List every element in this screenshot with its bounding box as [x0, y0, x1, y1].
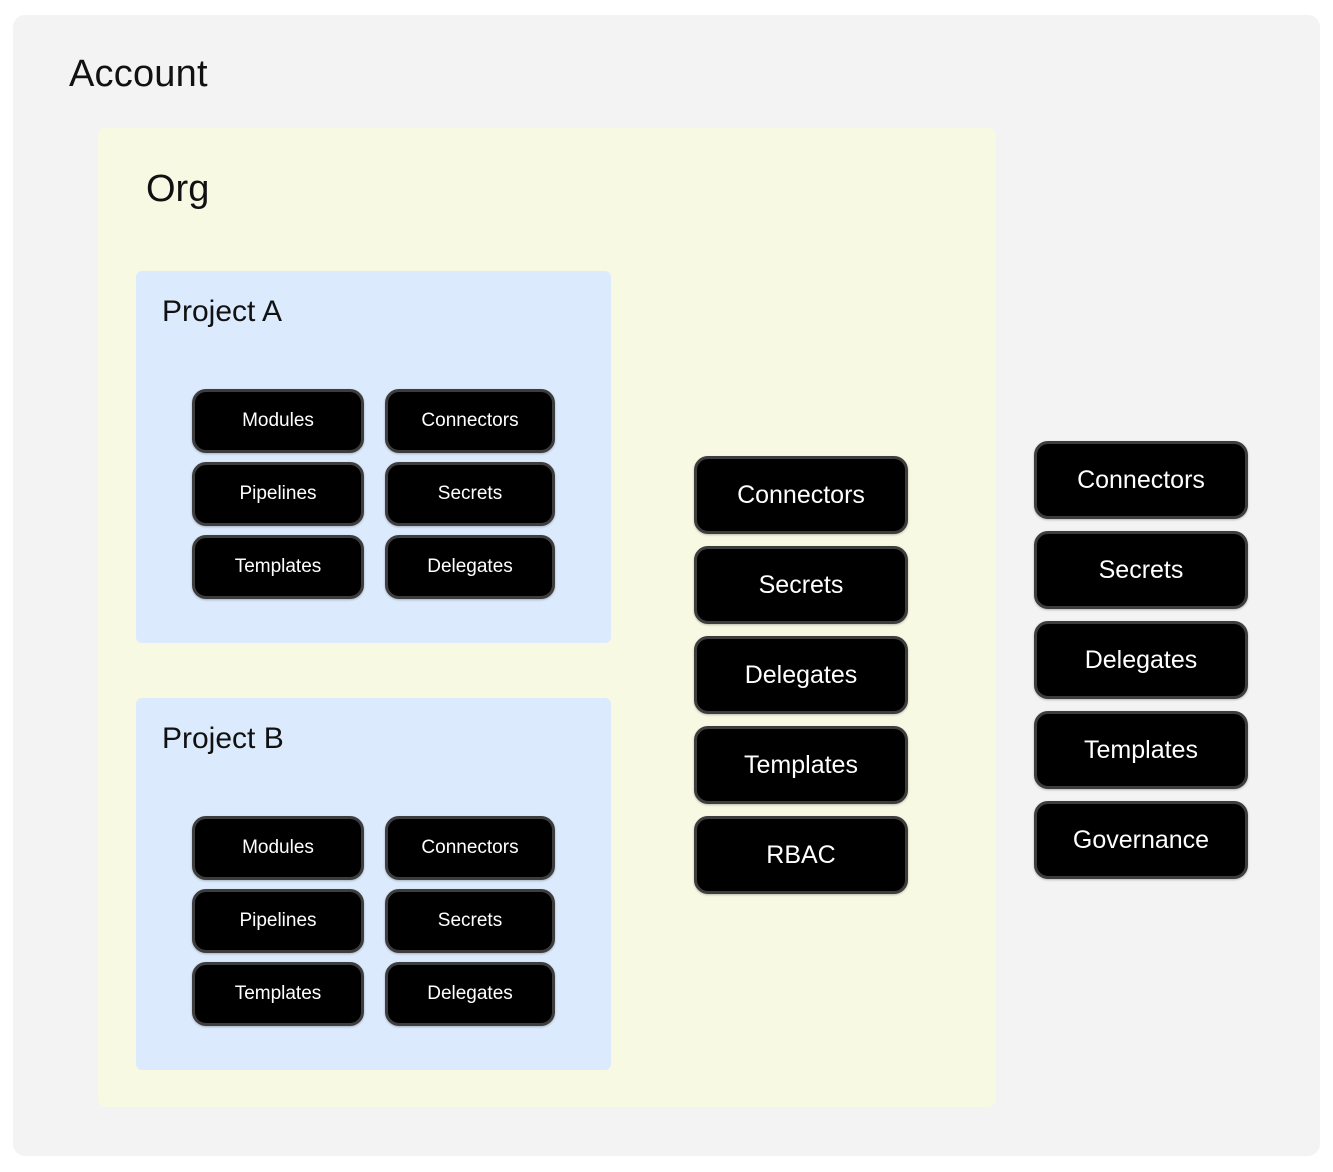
node-delegates: Delegates: [385, 535, 555, 599]
node-templates: Templates: [1034, 711, 1248, 789]
node-templates: Templates: [192, 535, 364, 599]
org-title: Org: [146, 168, 210, 210]
node-rbac: RBAC: [694, 816, 908, 894]
node-modules: Modules: [192, 389, 364, 453]
node-templates: Templates: [192, 962, 364, 1026]
node-delegates: Delegates: [385, 962, 555, 1026]
account-title: Account: [69, 53, 208, 95]
node-secrets: Secrets: [385, 889, 555, 953]
project-a-title: Project A: [162, 295, 283, 328]
node-connectors: Connectors: [694, 456, 908, 534]
node-secrets: Secrets: [1034, 531, 1248, 609]
node-delegates: Delegates: [1034, 621, 1248, 699]
node-secrets: Secrets: [385, 462, 555, 526]
node-pipelines: Pipelines: [192, 462, 364, 526]
node-connectors: Connectors: [385, 389, 555, 453]
node-delegates: Delegates: [694, 636, 908, 714]
node-connectors: Connectors: [385, 816, 555, 880]
node-modules: Modules: [192, 816, 364, 880]
node-connectors: Connectors: [1034, 441, 1248, 519]
project-b-title: Project B: [162, 722, 284, 755]
node-governance: Governance: [1034, 801, 1248, 879]
node-templates: Templates: [694, 726, 908, 804]
node-secrets: Secrets: [694, 546, 908, 624]
node-pipelines: Pipelines: [192, 889, 364, 953]
